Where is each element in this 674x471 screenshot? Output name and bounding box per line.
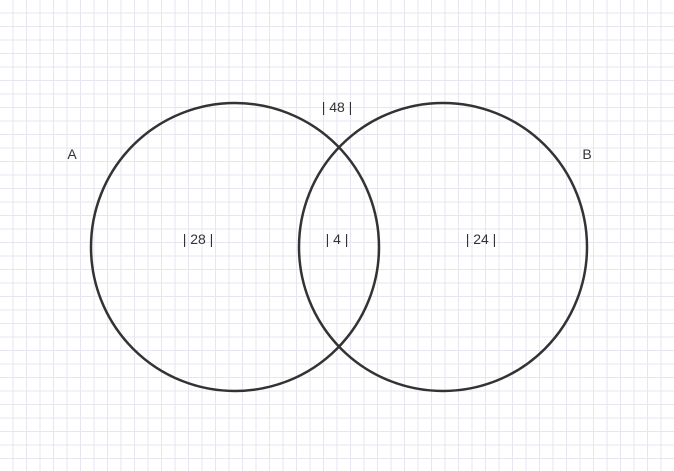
region-only-a-count: | 28 |: [182, 231, 214, 247]
set-b-circle: [297, 101, 589, 393]
set-a-circle: [89, 101, 381, 393]
region-outside-count: | 48 |: [321, 99, 353, 115]
region-only-b-count: | 24 |: [465, 231, 497, 247]
set-a-label: A: [67, 146, 77, 162]
set-b-label: B: [582, 146, 592, 162]
region-a-and-b-count: | 4 |: [325, 231, 349, 247]
